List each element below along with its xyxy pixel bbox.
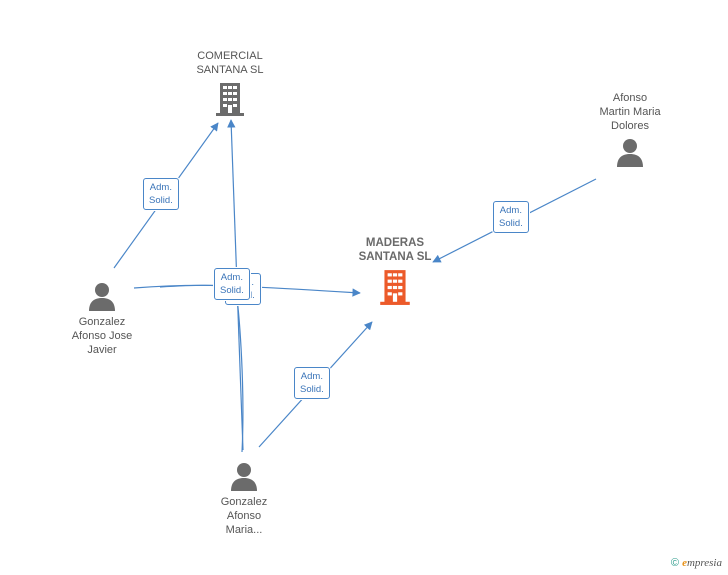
node-gonzalez-afonso-jose-javier[interactable]: Gonzalez Afonso Jose Javier — [52, 281, 152, 357]
brand-logo: empresia — [682, 557, 722, 569]
edge-label-adm-solid[interactable]: Adm. Solid. — [294, 367, 330, 399]
copyright-symbol: © — [670, 557, 679, 569]
node-afonso-martin-maria-dolores[interactable]: Afonso Martin Maria Dolores — [580, 91, 680, 171]
node-maderas-santana[interactable]: MADERAS SANTANA SL — [345, 236, 445, 310]
node-gonzalez-afonso-maria[interactable]: Gonzalez Afonso Maria... — [194, 461, 294, 537]
node-comercial-santana[interactable]: COMERCIAL SANTANA SL — [180, 49, 280, 121]
edge-label-adm-solid[interactable]: Adm. Solid. — [493, 201, 529, 233]
node-label: Gonzalez Afonso Maria... — [220, 496, 268, 536]
footer-brand: © empresia — [671, 557, 722, 569]
edge-gonzalez-maria-to-gonzalez-jose — [159, 284, 244, 453]
edge-label-adm-solid[interactable]: Adm. Solid. — [214, 268, 250, 300]
building-icon — [380, 270, 410, 305]
person-icon — [231, 463, 257, 491]
edge-label-adm-solid[interactable]: Adm. Solid. — [143, 178, 179, 210]
node-label: COMERCIAL SANTANA SL — [196, 50, 264, 76]
person-icon — [89, 283, 115, 311]
building-icon — [216, 83, 244, 116]
node-label: Afonso Martin Maria Dolores — [599, 92, 661, 132]
node-label: Gonzalez Afonso Jose Javier — [71, 316, 133, 356]
person-icon — [617, 139, 643, 167]
node-label: MADERAS SANTANA SL — [358, 237, 432, 263]
